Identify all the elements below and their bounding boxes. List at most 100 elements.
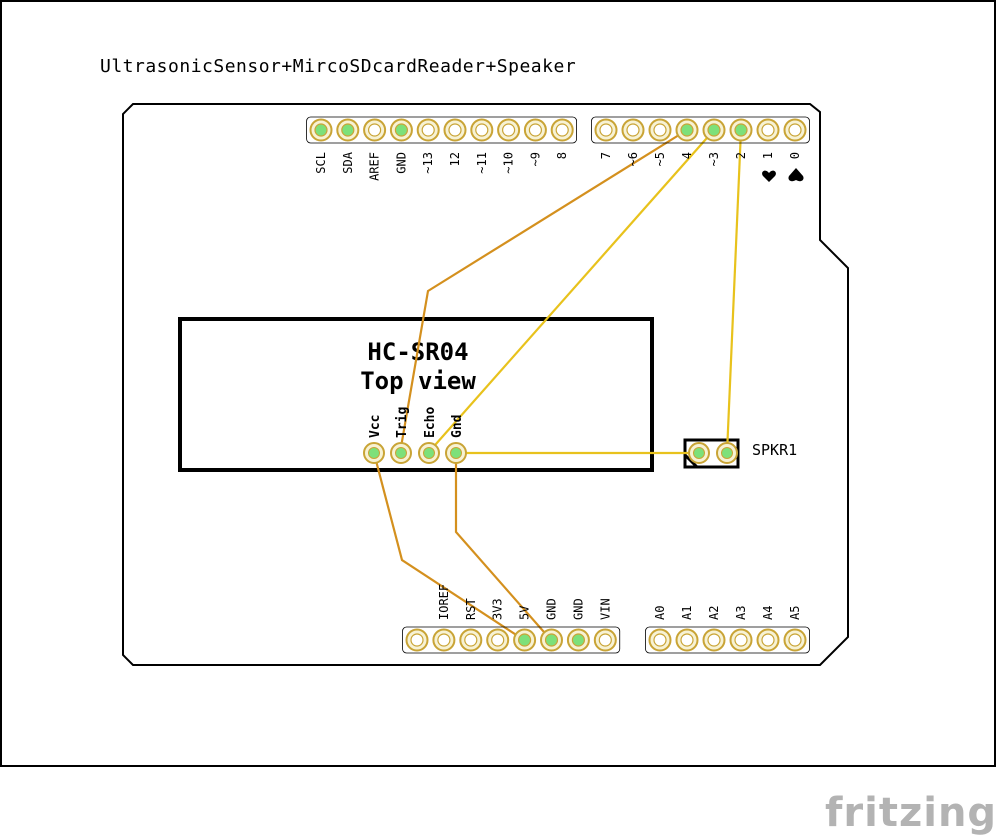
speaker-pin1-marker: [683, 453, 699, 469]
header-pin-gnd-bottom-power-header: [540, 628, 563, 652]
hc-sr04-module: [178, 317, 654, 472]
bottom-power-header-frame: [402, 626, 621, 654]
header-pin-unlabeled-bottom-power-header-hole: [410, 633, 424, 647]
header-pin-3-top-right-header-hole: [707, 123, 721, 137]
header-pin-gnd-bottom-power-header-hole: [544, 633, 559, 647]
header-pin-0-top-right-header: [783, 118, 807, 142]
top-left-header-frame: [306, 116, 578, 144]
pin-label: 1: [761, 152, 775, 159]
speaker-pad-1-hole: [693, 447, 705, 459]
top-right-header-frame: [591, 116, 810, 144]
header-pin-3-top-right-header: [702, 118, 726, 142]
header-pin-1-top-right-header: [756, 118, 780, 142]
speaker-pad-2-hole: [721, 447, 733, 459]
sensor-pin-label: Echo: [423, 407, 438, 438]
header-pin-a5-bottom-analog-header: [783, 628, 807, 652]
pin-label: ~6: [626, 152, 640, 166]
pin-label: 8: [555, 152, 569, 159]
header-pin-5-top-right-header-hole: [653, 123, 667, 137]
header-pin-a1-bottom-analog-header-hole: [680, 633, 694, 647]
sensor-pin-trig-hole: [395, 447, 407, 459]
header-pin-a2-bottom-analog-header: [702, 628, 726, 652]
pin-label: ~13: [421, 152, 435, 174]
pin-label: 4: [680, 152, 694, 159]
header-pin-a5-bottom-analog-header-hole: [788, 633, 802, 647]
pin-label: 2: [734, 152, 748, 159]
header-pin-6-top-right-header-hole: [626, 123, 640, 137]
header-pin-12-top-left-header: [443, 118, 467, 142]
header-pin-aref-top-left-header: [363, 118, 387, 142]
pin-label: A5: [788, 606, 802, 620]
header-pin-scl-top-left-header-hole: [314, 123, 328, 137]
header-pin-13-top-left-header: [416, 118, 440, 142]
pin-label: GND: [394, 152, 408, 174]
header-pin-sda-top-left-header: [336, 118, 360, 142]
header-pin-vin-bottom-power-header: [593, 628, 617, 652]
header-pin-3v3-bottom-power-header: [486, 628, 510, 652]
header-pin-2-top-right-header: [729, 118, 753, 142]
header-pin-a3-bottom-analog-header: [729, 628, 753, 652]
pin-label: SDA: [341, 151, 355, 173]
pin-label: IOREF: [437, 584, 451, 620]
header-pin-ioref-bottom-power-header: [432, 628, 456, 652]
header-pin-5v-bottom-power-header: [513, 628, 537, 652]
pin-label: A4: [761, 606, 775, 620]
header-pin-11-top-left-header: [470, 118, 494, 142]
pin-label: RST: [464, 598, 478, 620]
header-pin-aref-top-left-header-hole: [368, 123, 382, 137]
arduino-shield-outline: [122, 103, 849, 666]
pin-label: VIN: [598, 598, 612, 620]
header-pin-7-top-right-header: [594, 118, 618, 142]
pin-label: 3V3: [491, 598, 505, 620]
header-pin-4-top-right-header-hole: [680, 123, 694, 137]
header-pin-12-top-left-header-hole: [448, 123, 462, 137]
speaker-label: SPKR1: [752, 441, 797, 459]
sensor-pins: Vcc Trig Echo Gnd: [363, 407, 467, 464]
header-pin-5v-bottom-power-header-hole: [517, 633, 532, 647]
header-pin-a1-bottom-analog-header: [675, 628, 699, 652]
pin-label: ~5: [653, 152, 667, 166]
header-pin-gnd-top-left-header: [389, 118, 413, 142]
wires-layer: [372, 129, 743, 641]
header-pin-9-top-left-header-hole: [528, 123, 543, 137]
sensor-pin-label: Vcc: [368, 415, 383, 438]
header-pin-9-top-left-header: [523, 118, 547, 142]
header-pin-0-top-right-header-hole: [788, 123, 802, 137]
pin-label: ~11: [475, 152, 489, 174]
sensor-pin-label: Trig: [395, 407, 410, 438]
pin-label: 5V: [518, 606, 532, 620]
rx-marker-icon: [762, 170, 776, 182]
header-pin-gnd-bottom-power-header-hole: [571, 633, 586, 647]
wire-pin3-to-echo: [427, 129, 715, 454]
pin-label: 7: [599, 152, 613, 159]
header-pin-vin-bottom-power-header-hole: [598, 633, 612, 647]
pin-label: 0: [788, 152, 802, 159]
pin-label: ~3: [707, 152, 721, 166]
header-pin-a0-bottom-analog-header-hole: [653, 633, 667, 647]
pin-label: A3: [734, 606, 748, 620]
pin-label: GND: [545, 598, 559, 620]
sensor-subtitle: Top view: [360, 367, 476, 395]
speaker-pads: [688, 442, 738, 464]
diagram-title: UltrasonicSensor+MircoSDcardReader+Speak…: [100, 56, 576, 77]
fritzing-logo: fritzing: [825, 790, 997, 836]
header-pin-6-top-right-header: [621, 118, 645, 142]
header-pin-scl-top-left-header: [309, 118, 333, 142]
sensor-pin-label: Gnd: [450, 415, 465, 438]
header-pin-rst-bottom-power-header: [459, 628, 483, 652]
header-pin-a0-bottom-analog-header: [648, 628, 672, 652]
header-pin-1-top-right-header-hole: [761, 123, 775, 137]
sensor-pin-gnd-hole: [450, 447, 462, 459]
header-pin-10-top-left-header-hole: [502, 123, 516, 137]
header-pin-ioref-bottom-power-header-hole: [437, 633, 451, 647]
pin-label: ~9: [528, 152, 542, 166]
header-pin-unlabeled-bottom-power-header: [405, 628, 429, 652]
header-pin-a4-bottom-analog-header: [756, 628, 780, 652]
wire-pin2-to-speaker: [725, 129, 743, 454]
digital-header-right: 7 ~6 ~5 4 ~3 2 1 0: [591, 116, 810, 166]
wire-pin4-to-trig: [398, 129, 688, 454]
header-pin-8-top-left-header-hole: [555, 123, 569, 137]
